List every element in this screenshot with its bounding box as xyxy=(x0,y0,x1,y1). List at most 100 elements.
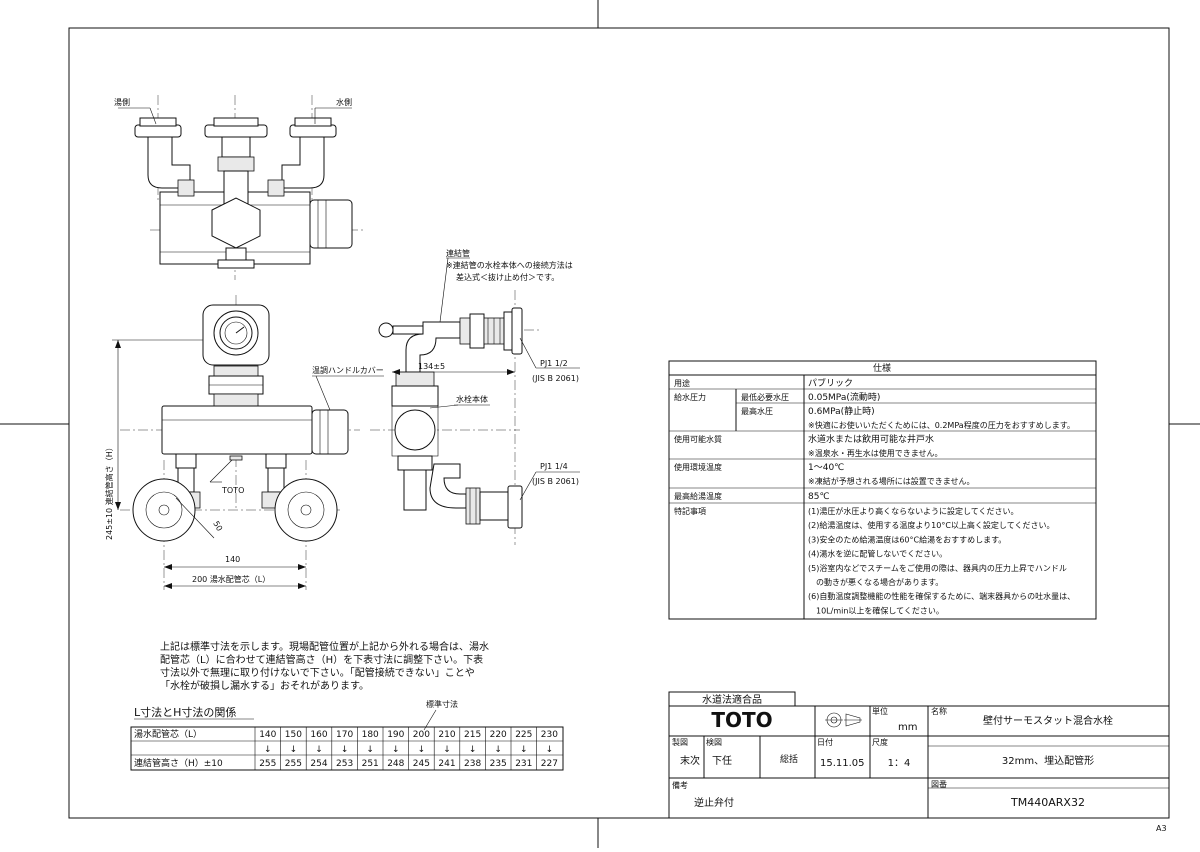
lh-table: L寸法とH寸法の関係 標準寸法 湯水配管芯（L）連結管高さ（H）±10140↓2… xyxy=(130,699,564,771)
l-value-cell: 150 xyxy=(285,730,302,740)
l-value-cell: 190 xyxy=(387,730,404,740)
name-label: 名称 xyxy=(931,706,947,716)
top-view-drawing: 湯側 水側 xyxy=(114,95,365,280)
product-name: 壁付サーモスタット混合水栓 xyxy=(983,714,1113,727)
jis-label-2: (JIS B 2061) xyxy=(532,477,579,486)
arrow-icon: ↓ xyxy=(443,745,451,755)
connecting-note-line2: 差込式＜抜け止め付＞です。 xyxy=(456,272,559,282)
arrow-icon: ↓ xyxy=(290,745,298,755)
arrow-icon: ↓ xyxy=(494,745,502,755)
spec-row-value: (2)給湯温度は、使用する温度より10°C以上高く設定してください。 xyxy=(808,520,1054,530)
h-value-cell: 254 xyxy=(310,759,327,769)
spec-row-value: (6)自動温度調整機能の性能を確保するために、端末器具からの吐水量は、 xyxy=(808,591,1075,601)
l-value-cell: 170 xyxy=(336,730,353,740)
l-value-cell: 225 xyxy=(515,730,532,740)
installation-note: 上記は標準寸法を示します。現場配管位置が上記から外れる場合は、湯水配管芯（L）に… xyxy=(160,640,489,692)
arrow-icon: ↓ xyxy=(469,745,477,755)
dim-134-label: 134±5 xyxy=(418,362,445,371)
scale-label: 尺度 xyxy=(872,737,888,747)
l-value-cell: 160 xyxy=(310,730,327,740)
spec-row-value: パブリック xyxy=(808,377,853,389)
spec-row-label: 使用可能水質 xyxy=(674,434,722,444)
spec-row-label: 用途 xyxy=(674,378,690,388)
dim-140-label: 140 xyxy=(225,555,240,564)
unit-value: mm xyxy=(898,722,917,733)
approve-value: 総括 xyxy=(780,753,798,765)
arrow-icon: ↓ xyxy=(546,745,554,755)
spec-row-value: 85℃ xyxy=(808,492,830,502)
jis-label-1: (JIS B 2061) xyxy=(532,374,579,383)
check-label: 検図 xyxy=(706,737,722,747)
check-value: 下任 xyxy=(712,754,732,767)
spec-row-sublabel: 最高水圧 xyxy=(741,406,773,416)
l-value-cell: 180 xyxy=(362,730,379,740)
remarks-label: 備考 xyxy=(672,780,688,790)
connecting-note-line1: ※連結管の水栓本体への接続方法は xyxy=(446,260,573,270)
spec-row-value: ※快適にお使いいただくためには、0.2MPa程度の圧力をおすすめします。 xyxy=(808,420,1075,430)
spec-row-value: ※凍結が予想される場所には設置できません。 xyxy=(808,476,974,486)
h-value-cell: 255 xyxy=(259,759,276,769)
pj1-quarter-label: PJ1 1/4 xyxy=(540,462,568,471)
spec-row-label: 特記事項 xyxy=(674,506,706,516)
lh-table-cells: 湯水配管芯（L）連結管高さ（H）±10140↓255150↓255160↓254… xyxy=(134,727,558,770)
projection-symbol-icon xyxy=(825,712,862,728)
pj1-half-label: PJ1 1/2 xyxy=(540,359,568,368)
dim-50-label: 50 xyxy=(211,520,224,533)
spec-row-value: (5)浴室内などでスチームをご使用の際は、器具内の圧力上昇でハンドル xyxy=(808,563,1067,573)
arrow-icon: ↓ xyxy=(341,745,349,755)
h-value-cell: 231 xyxy=(515,759,532,769)
h-value-cell: 241 xyxy=(438,759,455,769)
arrow-icon: ↓ xyxy=(418,745,426,755)
front-view-drawing: TOTO 温調ハンドルカバー 245±10 連結管高さ（H） 50 140 20… xyxy=(104,295,384,590)
drawing-no-label: 図番 xyxy=(931,779,947,789)
spec-row-sublabel: 最低必要水圧 xyxy=(741,392,789,402)
arrow-icon: ↓ xyxy=(392,745,400,755)
dim-height-label: 245±10 連結管高さ（H） xyxy=(104,443,114,540)
spec-row-value: 10L/min以上を確保してください。 xyxy=(808,605,944,615)
remarks-value: 逆止弁付 xyxy=(694,796,734,809)
spec-row-value: (1)湯圧が水圧より高くならないように設定してください。 xyxy=(808,506,1019,516)
arrow-icon: ↓ xyxy=(315,745,323,755)
note-line: 上記は標準寸法を示します。現場配管位置が上記から外れる場合は、湯水 xyxy=(160,640,489,653)
spec-row-value: (3)安全のため給湯温度は60°C給湯をおすすめします。 xyxy=(808,534,1006,544)
spec-row-label: 使用環境温度 xyxy=(674,462,722,472)
body-label: 水栓本体 xyxy=(456,394,488,404)
note-line: 配管芯（L）に合わせて連結管高さ（H）を下表寸法に調整下さい。下表 xyxy=(160,653,483,666)
h-value-cell: 253 xyxy=(336,759,353,769)
spec-row-value: ※温泉水・再生水は使用できません。 xyxy=(808,448,942,458)
approval-label: 水道法適合品 xyxy=(702,693,762,706)
temp-handle-cover-label: 温調ハンドルカバー xyxy=(312,365,384,375)
h-value-cell: 235 xyxy=(490,759,507,769)
h-value-cell: 248 xyxy=(387,759,404,769)
sheet-size-label: A3 xyxy=(1156,824,1167,833)
drawing-number: TM440ARX32 xyxy=(1010,796,1085,809)
spec-row-value: の動きが悪くなる場合があります。 xyxy=(808,577,943,587)
spec-value: 32mm、埋込配管形 xyxy=(1002,754,1094,767)
l-value-cell: 140 xyxy=(259,730,276,740)
h-value-cell: 227 xyxy=(541,759,558,769)
date-label: 日付 xyxy=(817,737,833,747)
arrow-icon: ↓ xyxy=(366,745,374,755)
l-value-cell: 210 xyxy=(438,730,455,740)
l-value-cell: 215 xyxy=(464,730,481,740)
title-block: 水道法適合品 TOTO 単位 mm 名称 壁付サーモスタット混合水栓 製図 末次… xyxy=(668,691,1170,819)
lh-row2-label: 連結管高さ（H）±10 xyxy=(134,757,223,769)
h-value-cell: 251 xyxy=(362,759,379,769)
toto-logo: TOTO xyxy=(711,708,772,732)
arrow-icon: ↓ xyxy=(520,745,528,755)
h-value-cell: 245 xyxy=(413,759,430,769)
spec-row-value: (4)湯水を逆に配管しないでください。 xyxy=(808,549,947,559)
spec-row-value: 0.05MPa(流動時) xyxy=(808,391,880,403)
arrow-icon: ↓ xyxy=(264,745,272,755)
connecting-pipe-label: 連結管 xyxy=(446,248,470,258)
made-value: 末次 xyxy=(680,754,700,767)
date-value: 15.11.05 xyxy=(820,758,865,769)
spec-title: 仕様 xyxy=(873,362,891,374)
spec-row-label: 最高給湯温度 xyxy=(674,491,722,501)
lh-table-title: L寸法とH寸法の関係 xyxy=(134,705,236,719)
l-value-cell: 200 xyxy=(413,730,430,740)
